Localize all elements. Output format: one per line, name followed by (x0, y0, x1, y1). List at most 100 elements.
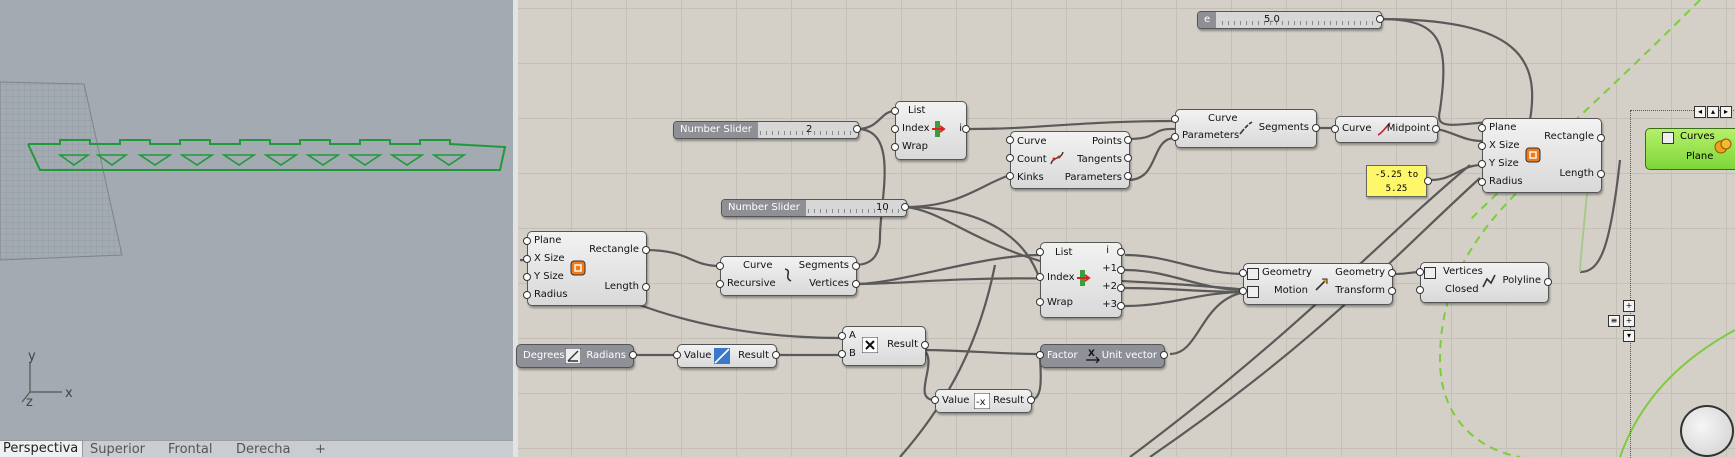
number-slider-2-value: 10 (876, 202, 889, 213)
tab-perspectiva[interactable]: Perspectiva (0, 440, 84, 457)
negative-input-value: Value (942, 395, 970, 406)
divide-input-count: Count (1017, 154, 1047, 165)
radians-component[interactable]: Degrees Radians (516, 344, 634, 368)
move-output-geometry: Geometry (1335, 267, 1385, 278)
list-item-component-1[interactable]: List Index Wrap i (895, 101, 967, 160)
explode-component[interactable]: Curve Recursive Segments Vertices (720, 256, 857, 296)
list-item-output-i: i (959, 123, 962, 134)
radians-input-degrees: Degrees (523, 350, 565, 361)
rectangle-component-2[interactable]: Plane X Size Y Size Radius Rectangle Len… (1482, 118, 1602, 193)
rect1-output-rectangle: Rectangle (589, 244, 639, 255)
grasshopper-canvas[interactable] (518, 0, 1735, 457)
shatter-output-segments: Segments (1258, 122, 1309, 133)
slider-e[interactable]: e 5.0 (1197, 11, 1382, 29)
list-item-input-wrap: Wrap (902, 141, 929, 152)
unit-x-output-vector: Unit vector (1101, 350, 1157, 361)
boundary-surfaces-component[interactable]: Curves Plane Re (1645, 128, 1735, 170)
tab-derecha[interactable]: Derecha (236, 442, 291, 457)
number-slider-1[interactable]: Number Slider 2 (673, 121, 859, 139)
list-item2-input-index: Index (1047, 272, 1075, 283)
unit-x-component[interactable]: Factor X Unit vector (1040, 344, 1165, 368)
add-tab-icon[interactable]: + (315, 442, 326, 457)
list-item-icon (932, 121, 946, 137)
divide-curve-icon (1050, 151, 1064, 165)
negative-component[interactable]: Value -x Result (935, 389, 1032, 413)
list-item2-output-plus1: +1 (1102, 263, 1117, 274)
boundary-input-plane: Plane (1686, 151, 1714, 162)
explode-output-vertices: Vertices (809, 278, 849, 289)
number-slider-1-value: 2 (806, 124, 813, 135)
list-item-input-index: Index (902, 123, 930, 134)
zoom-out-icon[interactable]: ◂ (1694, 106, 1706, 118)
range-panel[interactable]: -5.25 to 5.25 (1366, 165, 1427, 197)
list-item2-input-wrap: Wrap (1047, 297, 1074, 308)
absolute-icon (714, 348, 730, 364)
shatter-input-parameters: Parameters (1182, 130, 1240, 141)
multiply-component[interactable]: A B Result (842, 326, 926, 366)
explode-input-recursive: Recursive (727, 278, 776, 289)
number-slider-1-label: Number Slider (674, 122, 758, 138)
remove-param-icon[interactable]: ▾ (1623, 330, 1635, 342)
move-icon (1315, 278, 1328, 291)
divide-output-tangents: Tangents (1077, 154, 1122, 165)
rect1-input-plane: Plane (534, 235, 562, 246)
add-param-icon[interactable]: + (1623, 300, 1635, 312)
move-component[interactable]: Geometry Motion Geometry Transform (1243, 263, 1393, 305)
move-param-icon[interactable]: + (1623, 315, 1635, 327)
list-item2-output-i: i (1106, 245, 1109, 256)
rectangle-component-1[interactable]: Plane X Size Y Size Radius Rectangle Len… (527, 231, 647, 306)
tab-frontal[interactable]: Frontal (168, 442, 213, 457)
world-axes (21, 362, 62, 403)
number-slider-2-track[interactable] (802, 200, 900, 216)
shatter-component[interactable]: Curve Parameters Segments (1175, 109, 1317, 148)
shatter-icon (1239, 121, 1253, 135)
boundary-input-curves: Curves (1680, 131, 1715, 142)
divide-input-curve: Curve (1017, 136, 1047, 147)
tab-superior[interactable]: Superior (90, 442, 145, 457)
navigation-compass-icon[interactable] (1680, 405, 1734, 457)
rect2-input-plane: Plane (1489, 122, 1517, 133)
multiply-input-b: B (849, 348, 856, 359)
number-slider-1-track[interactable] (754, 122, 852, 138)
midpoint-input-curve: Curve (1342, 123, 1372, 134)
polyline-input-vertices: Vertices (1443, 266, 1483, 277)
rect1-input-radius: Radius (534, 289, 568, 300)
divide-curve-component[interactable]: Curve Count Kinks Points Tangents Parame… (1010, 131, 1130, 189)
param-controls[interactable]: + ≡ + ▾ (1608, 300, 1638, 344)
list-item2-output-plus2: +2 (1102, 281, 1117, 292)
rhino-viewport[interactable]: y x z Perspectiva Superior Frontal Derec… (0, 0, 513, 457)
svg-text:-x: -x (976, 397, 986, 408)
radians-icon (565, 348, 581, 364)
move-input-motion: Motion (1274, 285, 1308, 296)
list-item2-input-list: List (1055, 247, 1073, 258)
zoom-widget[interactable]: ◂ ▴ ▸ (1694, 106, 1732, 118)
list-item-component-2[interactable]: List Index Wrap i +1 +2 +3 (1040, 242, 1122, 318)
polyline-output-polyline: Polyline (1502, 275, 1541, 286)
zoom-fit-icon[interactable]: ▴ (1707, 106, 1719, 118)
list-item-input-list: List (908, 105, 926, 116)
preview-curve (27, 139, 507, 171)
midpoint-icon (1377, 122, 1391, 136)
rect2-input-xsize: X Size (1489, 140, 1520, 151)
curve-midpoint-component[interactable]: Curve Midpoint (1335, 116, 1438, 143)
rect2-input-ysize: Y Size (1489, 158, 1519, 169)
shatter-input-curve: Curve (1208, 113, 1238, 124)
rect1-input-ysize: Y Size (534, 271, 564, 282)
zoom-in-icon[interactable]: ▸ (1720, 106, 1732, 118)
negative-icon: -x (974, 393, 990, 409)
move-input-geometry: Geometry (1262, 267, 1312, 278)
polyline-component[interactable]: Vertices Closed Polyline (1420, 262, 1549, 303)
polyline-icon (1482, 274, 1496, 288)
list-item2-output-plus3: +3 (1102, 299, 1117, 310)
polyline-input-closed: Closed (1445, 284, 1479, 295)
number-slider-2[interactable]: Number Slider 10 (721, 199, 907, 217)
absolute-component[interactable]: Value Result (677, 344, 777, 368)
unit-x-icon: X (1086, 349, 1100, 363)
axis-label-z: z (26, 395, 33, 410)
list-icon[interactable]: ≡ (1608, 315, 1620, 327)
rect2-output-rectangle: Rectangle (1544, 131, 1594, 142)
slider-e-track[interactable] (1222, 12, 1377, 28)
slider-e-value: 5.0 (1264, 14, 1280, 25)
absolute-output-result: Result (738, 350, 769, 361)
graft-icon (1424, 267, 1436, 279)
